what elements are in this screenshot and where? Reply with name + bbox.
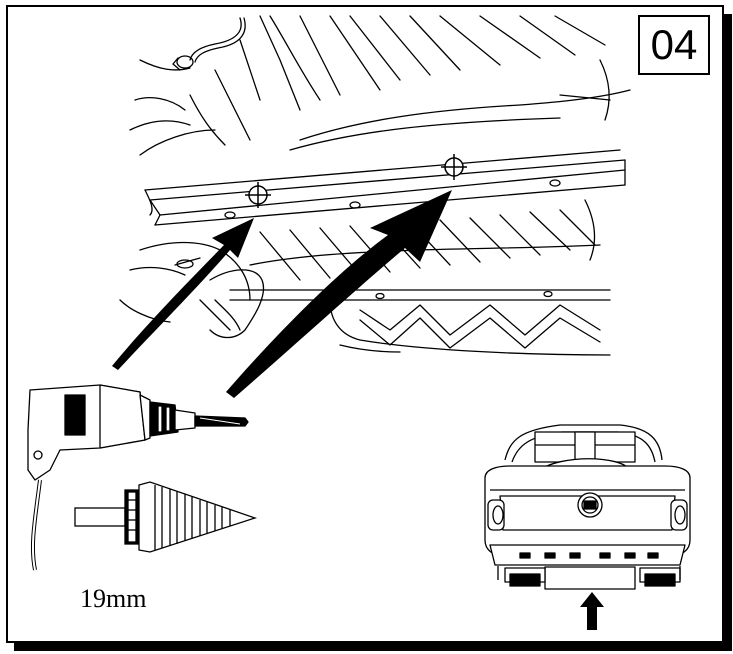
step-drill-bit-icon xyxy=(74,481,258,553)
drill-bit-size-label: 19mm xyxy=(80,584,147,613)
hole-crosshair-icon xyxy=(245,182,271,208)
vehicle-underbody xyxy=(119,15,631,356)
hole-crosshair-icon xyxy=(441,154,467,180)
drill-pointer-arrow-right xyxy=(226,190,452,398)
drill-pointer-arrow-left xyxy=(112,218,254,370)
electric-drill-icon xyxy=(27,384,249,571)
pickup-truck-rear-icon xyxy=(484,424,691,590)
step-number: 04 xyxy=(638,15,710,75)
up-arrow-icon xyxy=(580,592,604,630)
